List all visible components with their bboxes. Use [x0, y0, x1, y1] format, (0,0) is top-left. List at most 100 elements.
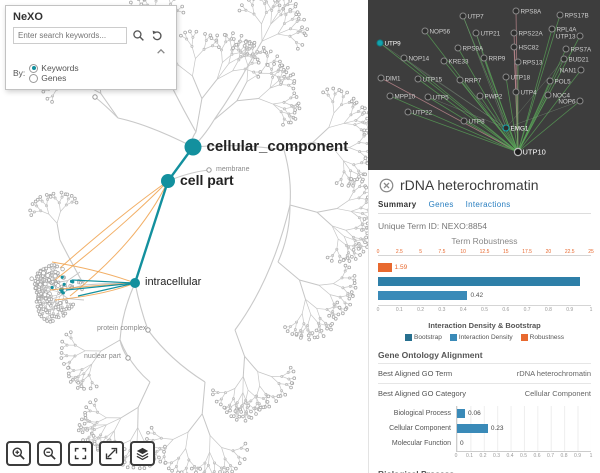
tree-node-intracellular[interactable] — [130, 278, 140, 288]
network-node-PWP2[interactable] — [476, 92, 484, 100]
zoom-out-icon — [43, 447, 56, 460]
tab-genes[interactable]: Genes — [428, 200, 454, 209]
network-node-NOP14[interactable] — [400, 54, 408, 62]
network-node-RPS22A[interactable] — [510, 29, 518, 37]
network-edge — [517, 94, 549, 153]
network-edge — [505, 58, 565, 129]
network-node-label: NOP56 — [430, 28, 451, 35]
network-node-UTP21[interactable] — [472, 29, 480, 37]
network-node-UTP4[interactable] — [512, 88, 520, 96]
network-node-UTP9[interactable] — [376, 39, 384, 47]
tree-node-cellular-component[interactable] — [184, 138, 202, 156]
network-node-RPS8A[interactable] — [512, 7, 520, 15]
network-node-KRE33[interactable] — [440, 57, 448, 65]
robustness-chart-title: Term Robustness — [451, 236, 518, 246]
network-node-RPS7A[interactable] — [562, 45, 570, 53]
network-node-UTP13[interactable] — [576, 32, 584, 40]
network-node-NOP6[interactable] — [576, 97, 584, 105]
biological-process-heading: Biological Process — [378, 469, 591, 473]
network-node-label: RPS8A — [521, 8, 542, 15]
network-edge — [517, 28, 553, 153]
tree-node-cell-part[interactable] — [161, 174, 175, 188]
layers-icon — [136, 447, 149, 461]
network-node-UTP8[interactable] — [460, 117, 468, 125]
reset-icon[interactable] — [149, 28, 165, 44]
highlight-edge-orange — [54, 282, 136, 301]
tab-interactions[interactable]: Interactions — [465, 200, 511, 209]
network-node-MPP10[interactable] — [386, 92, 394, 100]
network-edge — [427, 96, 507, 129]
search-icon[interactable] — [130, 28, 146, 44]
network-node-UTP5[interactable] — [424, 93, 432, 101]
search-input[interactable] — [13, 27, 127, 44]
network-node-UTP7[interactable] — [459, 12, 467, 20]
network-node-BUD21[interactable] — [560, 55, 568, 63]
network-node-DIM1[interactable] — [377, 74, 385, 82]
network-node-label: UTP15 — [423, 76, 443, 83]
network-edge — [483, 57, 519, 153]
network-node-RRP7[interactable] — [456, 76, 464, 84]
network-node-POL5[interactable] — [546, 77, 554, 85]
network-edge — [459, 79, 507, 129]
radio-icon[interactable] — [29, 73, 39, 83]
highlight-edge-orange — [54, 180, 169, 281]
go-alignment-heading: Gene Ontology Alignment — [378, 350, 483, 360]
network-node-UTP18[interactable] — [502, 73, 510, 81]
layers-button[interactable] — [130, 441, 155, 466]
fit-view-button[interactable] — [68, 441, 93, 466]
zoom-in-button[interactable] — [6, 441, 31, 466]
legend-item: Interaction Density — [449, 334, 513, 341]
network-edge — [517, 58, 565, 153]
fit-selection-button[interactable] — [99, 441, 124, 466]
robustness-bar-row — [378, 275, 591, 287]
legend-swatch — [520, 334, 528, 341]
search-mode-genes[interactable]: Genes — [29, 73, 78, 83]
robustness-axis-title: Interaction Density & Bootstrap — [428, 321, 541, 330]
network-node-RPS13[interactable] — [514, 58, 522, 66]
network-node-label: PWP2 — [485, 93, 503, 100]
zoom-out-button[interactable] — [37, 441, 62, 466]
network-edge — [505, 76, 519, 153]
tab-summary[interactable]: Summary — [378, 200, 417, 209]
network-edge — [463, 120, 519, 153]
network-node-label: BUD21 — [569, 56, 590, 63]
network-node-UTP15[interactable] — [414, 75, 422, 83]
fit-selection-icon — [105, 447, 118, 460]
network-edge — [479, 95, 519, 153]
network-node-label: MPP10 — [395, 93, 416, 100]
close-icon[interactable] — [378, 177, 394, 193]
network-node-NAN1[interactable] — [577, 66, 585, 74]
network-edge — [517, 14, 561, 153]
network-node-NOP56[interactable] — [421, 27, 429, 35]
robustness-bar-interaction-density — [378, 290, 468, 300]
network-node-label: NOC4 — [553, 92, 571, 99]
network-node-label: UTP18 — [511, 74, 531, 81]
network-node-RPL4A[interactable] — [548, 25, 556, 33]
network-edge — [505, 100, 581, 129]
chevron-up-icon[interactable] — [153, 43, 169, 59]
radio-icon[interactable] — [29, 63, 39, 73]
network-node-RPS9A[interactable] — [454, 44, 462, 52]
network-node-RRP9[interactable] — [480, 54, 488, 62]
network-node-RPS17B[interactable] — [556, 11, 564, 19]
search-mode-keywords[interactable]: Keywords — [29, 63, 79, 73]
network-node-UTP22[interactable] — [404, 108, 412, 116]
network-node-HSC82[interactable] — [510, 43, 518, 51]
network-node-UTP10[interactable] — [513, 147, 523, 157]
network-node-label: NOP6 — [558, 98, 576, 105]
network-node-NOC4[interactable] — [544, 91, 552, 99]
network-node-EMG1[interactable] — [502, 124, 510, 132]
zoom-in-icon — [12, 447, 25, 460]
network-node-label: RPS17B — [565, 12, 589, 19]
network-edge — [457, 47, 519, 153]
go-bar-biological-process — [457, 409, 466, 418]
